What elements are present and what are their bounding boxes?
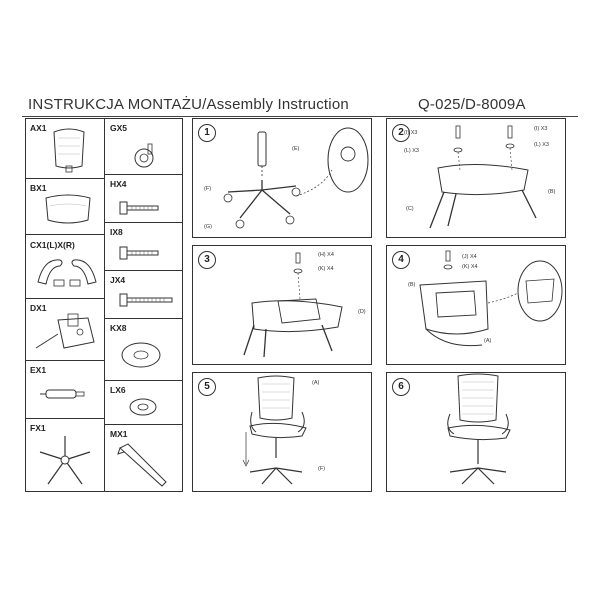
- step-6-number: 6: [392, 378, 410, 396]
- armrest-part-icon: [37, 259, 97, 287]
- step-3-illustration: [243, 252, 343, 358]
- washer-k-icon: [121, 342, 161, 368]
- seat-part-icon: [45, 194, 91, 224]
- step-2-label-i-left: (I) X3: [404, 130, 418, 136]
- step-4-panel: [386, 245, 566, 365]
- model-number: Q-025/D-8009A: [418, 96, 526, 113]
- step-1-number: 1: [198, 124, 216, 142]
- part-label-ix: IX8: [110, 227, 123, 237]
- step-5-label-f: (F): [318, 466, 326, 472]
- step-1-illustration: [223, 127, 369, 229]
- part-label-cx: CX1(L)X(R): [30, 240, 75, 250]
- part-label-jx: JX4: [110, 275, 126, 285]
- bolt-h-icon: [119, 201, 159, 215]
- step-2-illustration: [429, 125, 537, 229]
- step-3-number: 3: [198, 251, 216, 269]
- page-title: INSTRUKCJA MONTAŻU/Assembly Instruction: [28, 96, 349, 113]
- step-5-label-a: (A): [312, 380, 320, 386]
- washer-l-icon: [129, 398, 157, 416]
- step-3-panel: [192, 245, 372, 365]
- part-label-gx: GX5: [110, 123, 128, 133]
- part-label-lx: LX6: [110, 385, 126, 395]
- step-3-label-k: (K) X4: [318, 266, 334, 272]
- gas-lift-part-icon: [40, 389, 85, 399]
- step-3-label-h: (H) X4: [318, 252, 334, 258]
- step-5-number: 5: [198, 378, 216, 396]
- part-label-kx: KX8: [110, 323, 127, 333]
- part-label-bx: BX1: [30, 183, 47, 193]
- step-2-label-b: (B): [548, 189, 556, 195]
- part-label-ex: EX1: [30, 365, 47, 375]
- step-1-panel: [192, 118, 372, 238]
- parts-divider: [104, 118, 105, 492]
- bolt-i-icon: [119, 246, 159, 260]
- step-6-illustration: [447, 373, 511, 485]
- backrest-part-icon: [53, 128, 85, 173]
- header-rule: [22, 116, 578, 117]
- part-label-mx: MX1: [110, 429, 128, 439]
- step-4-label-b: (B): [408, 282, 416, 288]
- step-4-illustration: [419, 250, 563, 347]
- step-6-panel: [386, 372, 566, 492]
- step-4-label-a: (A): [484, 338, 492, 344]
- part-label-ax: AX1: [30, 123, 47, 133]
- step-2-label-l-left: (L) X3: [404, 148, 419, 154]
- allen-key-icon: [117, 443, 167, 487]
- part-label-hx: HX4: [110, 179, 127, 189]
- step-1-label-f: (F): [204, 186, 212, 192]
- base-part-icon: [39, 436, 91, 485]
- caster-part-icon: [134, 143, 154, 168]
- part-label-fx: FX1: [30, 423, 46, 433]
- step-1-label-e: (E): [292, 146, 300, 152]
- step-5-illustration: [242, 375, 307, 485]
- bolt-j-icon: [119, 293, 173, 307]
- step-1-label-g: (G): [204, 224, 212, 230]
- mechanism-part-icon: [35, 313, 95, 349]
- step-4-number: 4: [392, 251, 410, 269]
- step-2-number: 2: [392, 124, 410, 142]
- part-label-dx: DX1: [30, 303, 47, 313]
- step-4-label-k: (K) X4: [462, 264, 478, 270]
- step-2-label-i-right: (I) X3: [534, 126, 548, 132]
- step-2-label-c: (C): [406, 206, 414, 212]
- step-2-label-l-right: (L) X3: [534, 142, 549, 148]
- step-4-label-j: (J) X4: [462, 254, 477, 260]
- step-3-label-d: (D): [358, 309, 366, 315]
